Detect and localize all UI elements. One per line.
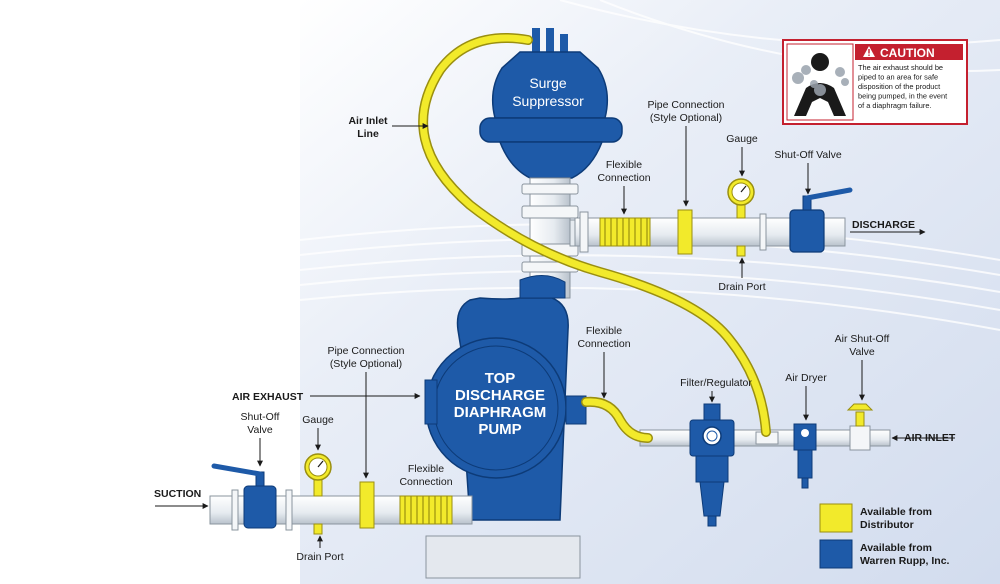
air-shutoff-valve [846,403,874,451]
mid-flexible-label-2: Connection [577,338,630,350]
bottom-flexible-connection [399,495,453,525]
caution-line-5: of a diaphragm failure. [858,101,932,110]
top-flexible-label-2: Connection [597,172,650,184]
bottom-gauge-label: Gauge [302,414,334,426]
air-exhaust-label: AIR EXHAUST [232,391,304,403]
top-pipe-connection-label-1: Pipe Connection [647,99,724,111]
legend-blue-swatch [819,539,853,569]
air-dryer [793,423,817,489]
filter-regulator [689,403,735,527]
operator-warning-icon [792,53,849,116]
caution-notice: CAUTION The air exhaust should be piped … [782,39,968,125]
pump-label-1: TOP [485,370,516,387]
warning-triangle-icon [863,46,875,57]
bottom-shutoff-label-2: Valve [247,424,273,436]
air-dryer-label: Air Dryer [785,372,827,384]
legend-yellow-swatch [819,503,853,533]
legend-blue-line-2: Warren Rupp, Inc. [860,555,950,567]
discharge-label: DISCHARGE [852,219,915,231]
surge-suppressor-label-1: Surge [529,75,567,91]
suction-label: SUCTION [154,488,201,500]
bottom-pipe-connection-label-1: Pipe Connection [327,345,404,357]
top-drain-port [736,245,746,257]
pump-label-4: PUMP [478,421,521,438]
caution-line-1: The air exhaust should be [858,63,943,72]
caution-line-2: piped to an area for safe [858,73,938,82]
suction-line [155,453,473,535]
diaphragm-pump: TOP DISCHARGE DIAPHRAGM PUMP [424,275,587,579]
top-pipe-connection-label-2: (Style Optional) [650,112,722,124]
bottom-drain-port [313,523,323,535]
bottom-shutoff-valve [211,463,277,529]
labels: Air Inlet Line Pipe Connection (Style Op… [154,99,956,563]
pump-base [425,535,581,579]
top-shutoff-valve [789,187,853,253]
top-flexible-label-1: Flexible [606,159,642,171]
top-discharge-line [574,178,926,257]
bottom-drain-port-label: Drain Port [296,551,343,563]
bottom-gauge [304,453,332,535]
pump-air-hose [582,398,652,442]
air-shutoff-label-2: Valve [849,346,875,358]
air-inlet-line-hose [418,33,771,437]
air-shutoff-label-1: Air Shut-Off [835,333,890,345]
bottom-pipe-connection-flange [359,481,375,529]
pump-label-2: DISCHARGE [455,387,545,404]
caution-heading: CAUTION [880,46,935,60]
legend-yellow-line-1: Available from [860,506,932,518]
legend-yellow-line-2: Distributor [860,519,914,531]
caution-header-bar [855,44,963,60]
surge-suppressor-label-2: Suppressor [512,93,584,109]
air-inlet-line-label-1: Air Inlet [348,115,388,127]
top-gauge [727,178,755,257]
bottom-flexible-label-2: Connection [399,476,452,488]
caution-line-3: disposition of the product [858,82,940,91]
legend: Available from Distributor Available fro… [819,503,950,569]
air-inlet-line-label-2: Line [357,128,379,140]
surge-suppressor: Surge Suppressor [479,28,623,179]
bottom-shutoff-label-1: Shut-Off [241,411,280,423]
mid-flexible-label-1: Flexible [586,325,622,337]
top-flexible-connection [599,217,651,247]
pump-label-3: DIAPHRAGM [454,404,547,421]
filter-regulator-label: Filter/Regulator [680,377,752,389]
top-drain-port-label: Drain Port [718,281,765,293]
top-pipe-connection-flange [677,209,693,255]
legend-blue-line-1: Available from [860,542,932,554]
bottom-pipe-connection-label-2: (Style Optional) [330,358,402,370]
caution-line-4: being pumped, in the event [858,92,947,101]
air-inlet-label: AIR INLET [904,432,956,444]
top-shutoff-label: Shut-Off Valve [774,149,841,161]
bottom-flexible-label-1: Flexible [408,463,444,475]
top-gauge-label: Gauge [726,133,758,145]
